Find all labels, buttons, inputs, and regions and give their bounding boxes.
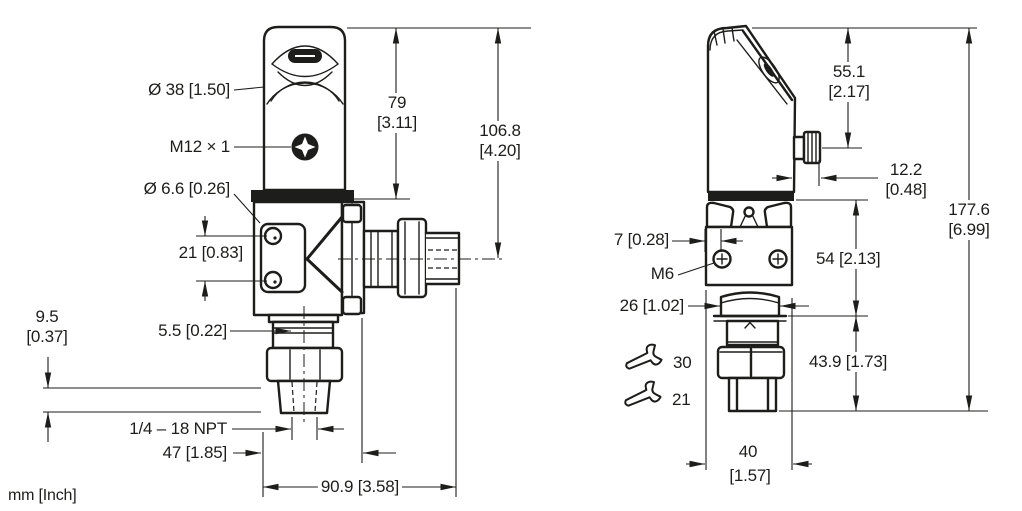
label-dia-6-6: Ø 6.6 [0.26] bbox=[143, 179, 231, 198]
label-dim-5-5: 5.5 [0.22] bbox=[158, 321, 227, 340]
cone-chamfer bbox=[305, 215, 344, 294]
dimension-lines-right bbox=[672, 27, 988, 470]
label-dim-177-6: 177.6 [6.99] bbox=[945, 200, 993, 240]
label-dim-177-6-inch: [6.99] bbox=[948, 220, 990, 239]
label-dim-9-5: 9.5 [0.37] bbox=[26, 307, 68, 347]
label-dia-38: Ø 38 [1.50] bbox=[148, 80, 230, 99]
label-dim-55-1: 55.1 [2.17] bbox=[825, 62, 873, 102]
sensor-head-front bbox=[262, 25, 347, 192]
label-m12-thread: M12 × 1 bbox=[169, 137, 231, 156]
left-view-part bbox=[251, 25, 503, 424]
label-dim-47: 47 [1.85] bbox=[162, 443, 228, 462]
label-dim-90-9: 90.9 [3.58] bbox=[317, 477, 403, 497]
right-view-part bbox=[704, 24, 822, 413]
label-dim-40-inch: [1.57] bbox=[729, 466, 771, 485]
wing-right bbox=[763, 201, 793, 229]
label-dim-26: 26 [1.02] bbox=[619, 296, 685, 315]
label-dim-106-8-mm: 106.8 bbox=[479, 121, 521, 140]
mounting-hole-bottom bbox=[263, 270, 283, 290]
label-dim-9-5-mm: 9.5 bbox=[35, 307, 59, 326]
wing-left bbox=[705, 201, 735, 229]
pivot-pin bbox=[743, 206, 755, 218]
label-wrench-21: 21 bbox=[672, 390, 691, 409]
mounting-hole-top bbox=[263, 226, 283, 246]
label-dim-12-2: 12.2 [0.48] bbox=[885, 160, 927, 200]
cylinder-side bbox=[725, 319, 780, 347]
leader-m6 bbox=[677, 262, 715, 276]
label-dim-40-mm: 40 bbox=[738, 442, 758, 461]
label-npt-thread: 1/4 – 18 NPT bbox=[129, 419, 227, 438]
label-dim-9-5-inch: [0.37] bbox=[26, 327, 68, 346]
display-lens-side bbox=[763, 63, 775, 77]
label-m6-thread: M6 bbox=[650, 264, 674, 283]
label-dim-55-1-mm: 55.1 bbox=[832, 62, 866, 81]
m12-connector-flange bbox=[792, 135, 806, 161]
neck-side bbox=[719, 291, 781, 318]
label-dim-55-1-inch: [2.17] bbox=[828, 82, 870, 101]
label-dim-79-mm: 79 bbox=[387, 93, 407, 112]
label-dim-43-9: 43.9 [1.73] bbox=[806, 352, 891, 372]
label-dim-106-8: 106.8 [4.20] bbox=[476, 121, 524, 161]
tab-top bbox=[341, 203, 363, 224]
separator-band-side bbox=[708, 192, 794, 201]
sensor-head-side bbox=[706, 24, 797, 194]
neck bbox=[271, 320, 335, 350]
label-wrench-30: 30 bbox=[673, 353, 692, 372]
wrench-size-30-icon bbox=[625, 343, 663, 370]
leader-dia66 bbox=[233, 193, 261, 224]
units-note: mm [Inch] bbox=[8, 487, 77, 504]
label-dim-106-8-inch: [4.20] bbox=[479, 141, 521, 160]
tab-bottom bbox=[341, 295, 363, 316]
label-dim-79-inch: [3.11] bbox=[376, 113, 418, 132]
label-dim-7: 7 [0.28] bbox=[613, 230, 669, 249]
label-dim-54: 54 [2.13] bbox=[813, 249, 884, 269]
label-dim-79: 79 [3.11] bbox=[373, 93, 421, 133]
separator-band bbox=[251, 190, 354, 202]
label-dim-21: 21 [0.83] bbox=[178, 243, 244, 262]
leader-dia38 bbox=[233, 86, 265, 91]
label-dim-12-2-inch: [0.48] bbox=[885, 180, 927, 199]
label-dim-12-2-mm: 12.2 bbox=[889, 160, 923, 179]
wrench-size-21-icon bbox=[624, 380, 662, 407]
fitting-hex-nut bbox=[396, 217, 428, 299]
label-dim-177-6-mm: 177.6 bbox=[948, 200, 990, 219]
